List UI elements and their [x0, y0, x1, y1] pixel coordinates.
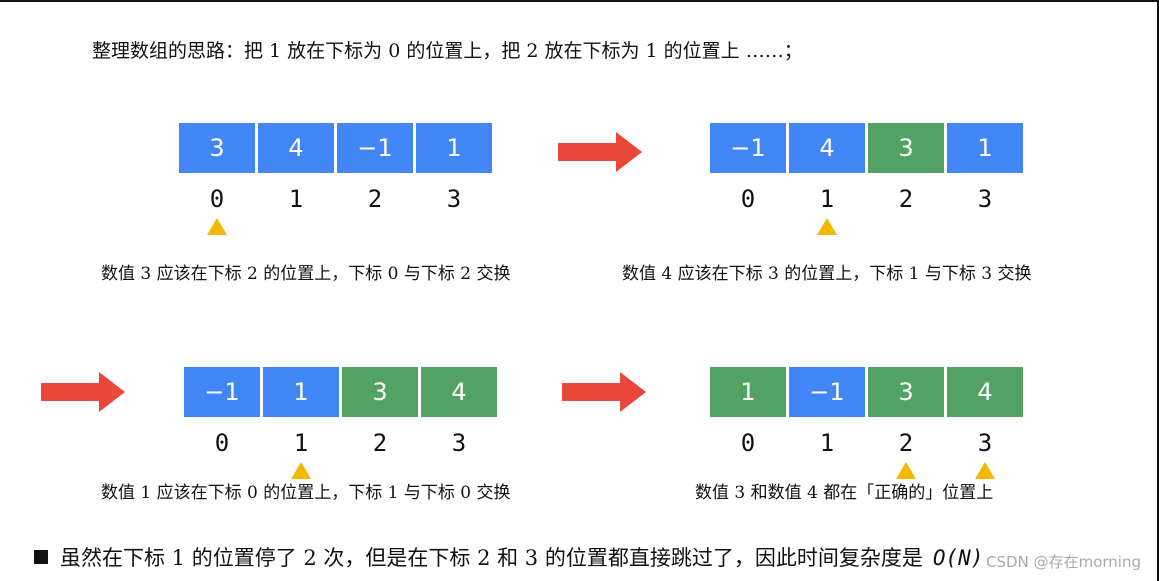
array-cell: −1: [789, 367, 865, 417]
summary-line: 虽然在下标 1 的位置停了 2 次，但是在下标 2 和 3 的位置都直接跳过了，…: [34, 542, 983, 572]
array-cell: 4: [947, 367, 1023, 417]
panel-caption: 数值 3 和数值 4 都在「正确的」位置上: [695, 483, 994, 503]
array-cell: −1: [337, 123, 413, 173]
index-label: 0: [740, 429, 756, 457]
index-label: 3: [977, 185, 993, 213]
square-bullet-icon: [34, 550, 48, 564]
array-cell: 4: [421, 367, 497, 417]
index-label: 0: [214, 429, 230, 457]
arrow-right-icon: [41, 372, 125, 412]
watermark: CSDN @存在morning: [986, 553, 1141, 571]
index-label: 1: [288, 185, 304, 213]
panel-caption: 数值 1 应该在下标 0 的位置上，下标 1 与下标 0 交换: [101, 483, 511, 503]
pointer-triangle-icon: [207, 218, 227, 235]
array-cell: 4: [258, 123, 334, 173]
arrow-right-icon: [558, 132, 642, 172]
array-cell: 3: [868, 367, 944, 417]
array-cell: 3: [342, 367, 418, 417]
array-cell: 1: [416, 123, 492, 173]
pointer-triangle-icon: [896, 462, 916, 479]
index-label: 1: [819, 185, 835, 213]
index-label: 0: [740, 185, 756, 213]
index-label: 2: [367, 185, 383, 213]
array-cell: 1: [710, 367, 786, 417]
pointer-triangle-icon: [975, 462, 995, 479]
index-label: 3: [977, 429, 993, 457]
array-cell: 4: [789, 123, 865, 173]
index-label: 1: [293, 429, 309, 457]
pointer-triangle-icon: [291, 462, 311, 479]
index-label: 1: [819, 429, 835, 457]
panel-caption: 数值 4 应该在下标 3 的位置上，下标 1 与下标 3 交换: [622, 264, 1032, 284]
array-cell: 3: [868, 123, 944, 173]
right-border: [1157, 0, 1159, 581]
top-border: [0, 0, 1159, 2]
arrow-right-icon: [562, 372, 646, 412]
page-heading: 整理数组的思路：把 1 放在下标为 0 的位置上，把 2 放在下标为 1 的位置…: [92, 40, 803, 62]
complexity-label: O(N): [932, 546, 984, 570]
array-cell: 3: [179, 123, 255, 173]
summary-text: 虽然在下标 1 的位置停了 2 次，但是在下标 2 和 3 的位置都直接跳过了，…: [60, 546, 923, 570]
array-cell: −1: [184, 367, 260, 417]
array-cell: −1: [710, 123, 786, 173]
index-label: 3: [446, 185, 462, 213]
index-label: 2: [898, 185, 914, 213]
index-label: 3: [451, 429, 467, 457]
array-cell: 1: [263, 367, 339, 417]
pointer-triangle-icon: [817, 218, 837, 235]
array-cell: 1: [947, 123, 1023, 173]
index-label: 0: [209, 185, 225, 213]
index-label: 2: [898, 429, 914, 457]
panel-caption: 数值 3 应该在下标 2 的位置上，下标 0 与下标 2 交换: [101, 264, 511, 284]
index-label: 2: [372, 429, 388, 457]
